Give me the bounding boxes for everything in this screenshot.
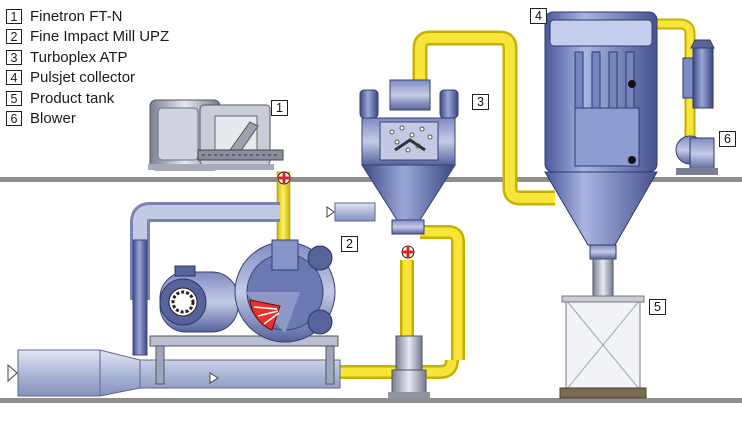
lower-floor-line: [0, 398, 742, 403]
legend-item-mill: 2 Fine Impact Mill UPZ: [6, 27, 169, 48]
yellow-pipes: [276, 18, 696, 379]
mill-unit: [149, 239, 339, 385]
legend-label: Blower: [30, 110, 76, 128]
legend-number: 6: [6, 111, 22, 127]
product-tank: [559, 295, 647, 399]
tag-tank: 5: [649, 299, 666, 315]
legend-label: Finetron FT-N: [30, 7, 123, 25]
legend-number: 2: [6, 29, 22, 45]
legend-item-collector: 4 Pulsjet collector: [6, 68, 169, 89]
legend-item-finetron: 1 Finetron FT-N: [6, 6, 169, 27]
legend-label: Turboplex ATP: [30, 48, 128, 66]
tag-finetron: 1: [271, 100, 288, 116]
legend: 1 Finetron FT-N 2 Fine Impact Mill UPZ 3…: [6, 6, 169, 129]
legend-label: Pulsjet collector: [30, 69, 136, 87]
legend-label: Product tank: [30, 89, 115, 107]
tag-blower: 6: [719, 131, 736, 147]
legend-item-product-tank: 5 Product tank: [6, 88, 169, 109]
legend-number: 3: [6, 49, 22, 65]
tag-classifier: 3: [472, 94, 489, 110]
finetron-unit: [148, 99, 284, 171]
legend-label: Fine Impact Mill UPZ: [30, 28, 170, 46]
legend-number: 5: [6, 90, 22, 106]
classifier-unit: [326, 79, 459, 398]
tag-mill: 2: [341, 236, 358, 252]
grey-ducts: [7, 202, 341, 397]
collector-unit: [544, 11, 658, 300]
legend-item-blower: 6 Blower: [6, 109, 169, 130]
blower-unit: [675, 39, 718, 175]
legend-item-turboplex: 3 Turboplex ATP: [6, 47, 169, 68]
legend-number: 4: [6, 70, 22, 86]
legend-number: 1: [6, 8, 22, 24]
tag-collector: 4: [530, 8, 547, 24]
